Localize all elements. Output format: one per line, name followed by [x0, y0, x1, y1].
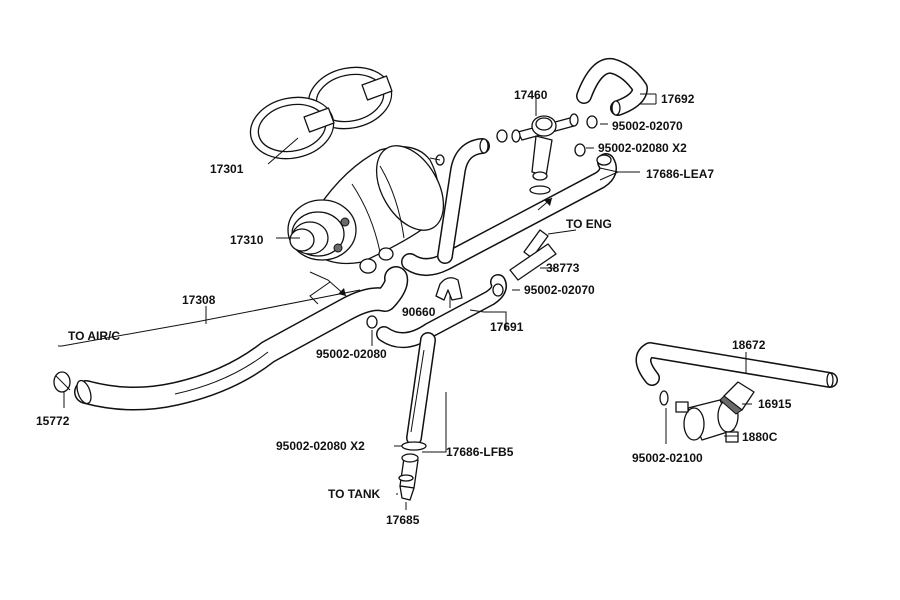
hose-17686-lea7 [401, 153, 617, 276]
clamp-90660 [435, 277, 463, 301]
hose-17308 [74, 266, 409, 411]
label-16915: 16915 [758, 397, 792, 411]
label-to-tank: TO TANK [328, 487, 381, 501]
clip-95002-02080-canister [359, 247, 394, 274]
label-95002-02080-mid: 95002-02080 [316, 347, 387, 361]
label-17308: 17308 [182, 293, 216, 307]
hose-17686-lfb5 [406, 332, 436, 446]
clip-95002-02080-bottom [401, 441, 427, 451]
label-95002-02080-x2-top: 95002-02080 X2 [598, 141, 687, 155]
label-17460: 17460 [514, 88, 548, 102]
clip-95002-02080-mid [366, 315, 378, 329]
hose-18672 [635, 342, 838, 388]
strap-17301 [249, 66, 393, 160]
label-17686-lfb5: 17686-LFB5 [446, 445, 514, 459]
label-1880c: 1880C [742, 430, 778, 444]
clip-95002-02080-top [496, 129, 586, 157]
label-to-air-c: TO AIR/C [68, 329, 120, 343]
label-95002-02070-mid: 95002-02070 [524, 283, 595, 297]
label-17686-lea7: 17686-LEA7 [646, 167, 714, 181]
fitting-17685 [398, 453, 419, 501]
label-17691: 17691 [490, 320, 524, 334]
label-15772: 15772 [36, 414, 70, 428]
label-17685: 17685 [386, 513, 420, 527]
label-90660: 90660 [402, 305, 436, 319]
label-17310: 17310 [230, 233, 264, 247]
label-38773: 38773 [546, 261, 580, 275]
hose-upper-vertical [437, 138, 490, 264]
label-17692: 17692 [661, 92, 695, 106]
label-95002-02080-x2-bottom: 95002-02080 X2 [276, 439, 365, 453]
holder-16915 [719, 381, 755, 415]
clip-95002-02070-mid [492, 283, 504, 297]
connector-38773 [509, 229, 557, 281]
clip-95002-02100 [659, 390, 669, 406]
hose-17692 [576, 57, 648, 116]
label-95002-02100: 95002-02100 [632, 451, 703, 465]
leader-lines [58, 93, 752, 510]
canister-17310 [287, 145, 445, 265]
filter-1880c [675, 399, 739, 443]
valve-17460 [511, 113, 579, 195]
clip-95002-02070-top [586, 115, 598, 129]
label-95002-02070-top: 95002-02070 [612, 119, 683, 133]
clip-15772 [53, 371, 71, 393]
label-18672: 18672 [732, 338, 766, 352]
label-to-eng: TO ENG [566, 217, 612, 231]
label-17301: 17301 [210, 162, 244, 176]
